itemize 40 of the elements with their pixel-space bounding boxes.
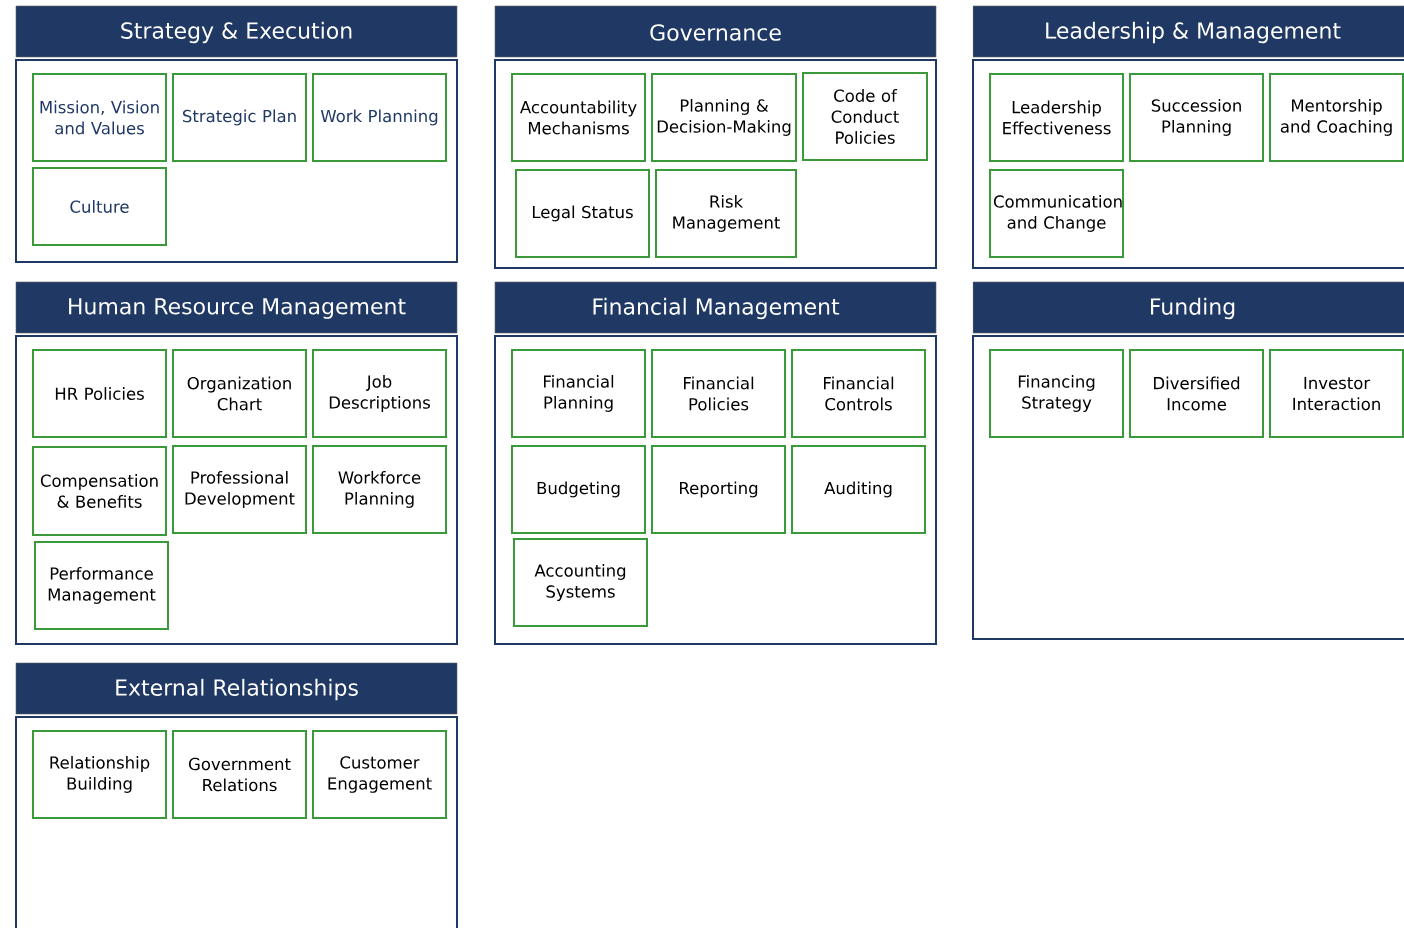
topic-box: Performance Management (34, 541, 169, 630)
topic-box: Financial Policies (651, 349, 786, 438)
node-label: Financial Management (593, 297, 840, 320)
topic-box: Reporting (651, 445, 786, 534)
topic-box: HR Policies (32, 349, 167, 438)
topic-box: Culture (32, 167, 167, 246)
node-label: Leadership & Management (1046, 21, 1341, 44)
topic-box: Auditing (791, 445, 926, 534)
topic-box: Financing Strategy (989, 349, 1124, 438)
topic-box: Organization Chart (172, 349, 307, 438)
topic-box: Workforce Planning (312, 445, 447, 534)
topic-box: Financial Planning (511, 349, 646, 438)
topic-box: Code of Conduct Policies (802, 72, 928, 161)
topic-box: Budgeting (511, 445, 646, 534)
topic-box: Strategic Plan (172, 73, 307, 162)
node-label: External Relationships (116, 678, 358, 701)
topic-box: Mentorship and Coaching (1269, 73, 1404, 162)
topic-box: Professional Development (172, 445, 307, 534)
topic-box: Mission, Vision and Values (32, 73, 167, 162)
node-label: Strategy & Execution (121, 21, 352, 44)
topic-box: Compensation & Benefits (32, 446, 167, 536)
node-label: Funding (1151, 297, 1235, 320)
topic-box: Diversified Income (1129, 349, 1264, 438)
topic-box: Risk Management (655, 169, 797, 258)
topic-box: Customer Engagement (312, 730, 447, 819)
topic-box: Legal Status (515, 169, 650, 258)
node-label: Governance (650, 24, 781, 41)
topic-box: Work Planning (312, 73, 447, 162)
topic-box: Leadership Effectiveness (989, 73, 1124, 162)
topic-box: Investor Interaction (1269, 349, 1404, 438)
topic-box: Relationship Building (32, 730, 167, 819)
topic-box: Government Relations (172, 730, 307, 819)
topic-box: Planning & Decision-Making (651, 73, 797, 162)
topic-box: Job Descriptions (312, 349, 447, 438)
topic-box: Accounting Systems (513, 538, 648, 627)
topic-box: Communication and Change (989, 169, 1124, 258)
topic-box: Succession Planning (1129, 73, 1264, 162)
node-label: Human Resource Management (69, 298, 406, 319)
topic-box: Financial Controls (791, 349, 926, 438)
topic-box: Accountability Mechanisms (511, 73, 646, 162)
